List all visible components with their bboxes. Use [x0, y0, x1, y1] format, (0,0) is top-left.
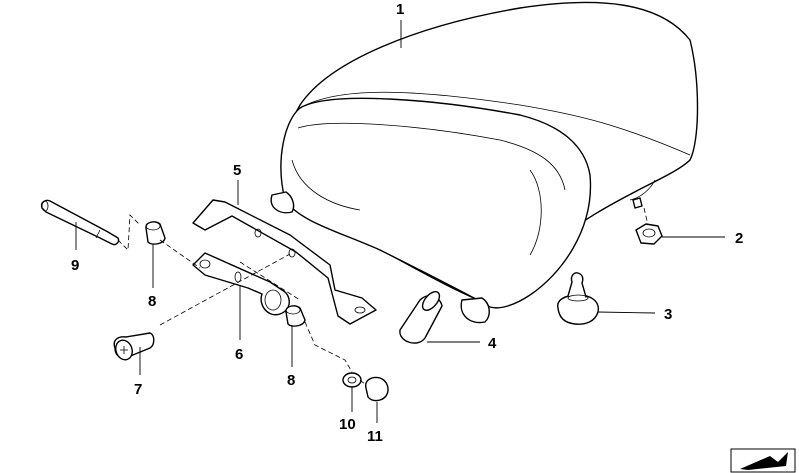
clamp-part — [159, 252, 301, 326]
callout-1: 1 — [396, 1, 404, 18]
rubber-buffer-part — [557, 272, 599, 325]
catalog-arrow-icon — [730, 448, 796, 473]
screw-part — [113, 332, 155, 361]
seat-part — [270, 1, 699, 324]
callout-7: 7 — [134, 381, 142, 398]
callout-9: 9 — [71, 257, 79, 274]
bushing-lower-part — [285, 305, 353, 373]
washer-part — [342, 372, 362, 388]
bushing-upper-part — [145, 221, 201, 269]
callout-10: 10 — [339, 416, 356, 433]
bracket-part — [192, 199, 377, 325]
callout-8-lower: 8 — [287, 372, 295, 389]
callout-11: 11 — [367, 428, 383, 445]
callout-3: 3 — [664, 306, 672, 323]
callout-8-upper: 8 — [148, 293, 156, 310]
leader-3 — [597, 311, 656, 314]
callout-6: 6 — [235, 346, 243, 363]
callout-4: 4 — [488, 335, 497, 352]
cap-nut-part — [359, 376, 389, 402]
callout-2: 2 — [735, 230, 743, 247]
callout-5: 5 — [233, 162, 241, 179]
hex-nut-part — [635, 207, 663, 245]
sleeve-part — [399, 291, 443, 344]
pin-part — [40, 199, 141, 251]
